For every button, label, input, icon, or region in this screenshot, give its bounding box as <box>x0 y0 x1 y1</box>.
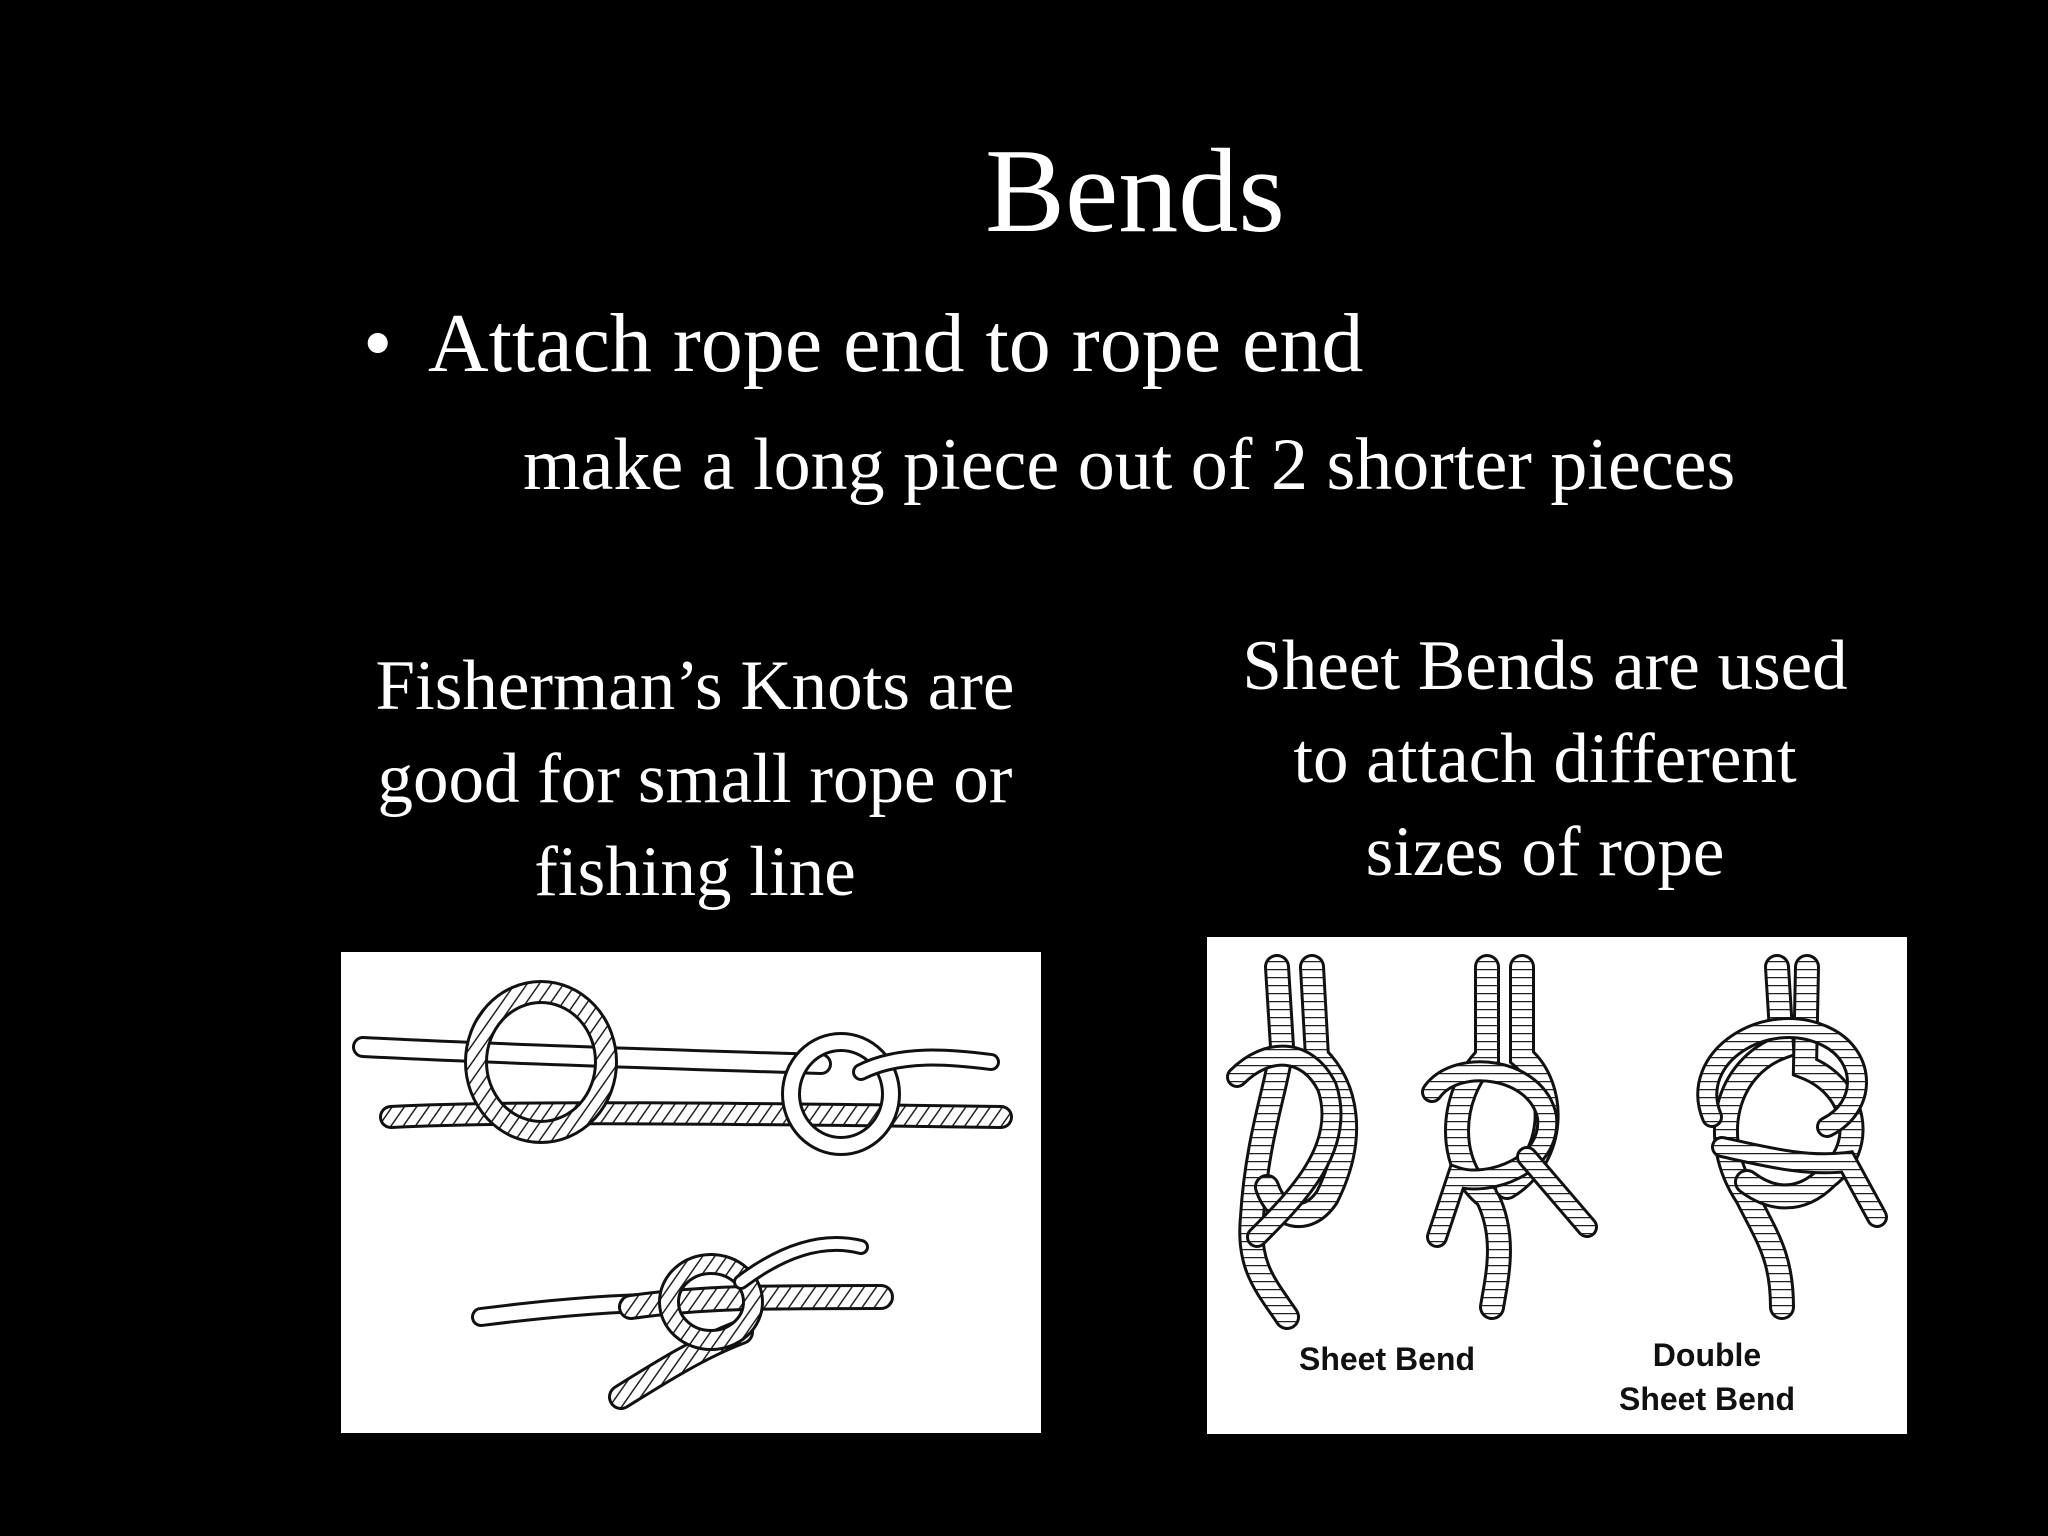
sheet-bend-drawing <box>1226 954 1888 1330</box>
sub-point: make a long piece out of 2 shorter piece… <box>523 424 1736 506</box>
fishermans-knot-caption: Fisherman’s Knots are good for small rop… <box>375 647 1015 911</box>
sheet-bend-caption: Sheet Bends are used to attach different… <box>1242 627 1848 891</box>
bullet-text: Attach rope end to rope end <box>428 297 1364 390</box>
sheet-bend-label: Sheet Bend <box>1298 1341 1476 1377</box>
sheet-bend-illustration: Sheet Bend Double Sheet Bend <box>1207 937 1907 1434</box>
double-sheet-bend-label: Double Sheet Bend <box>1618 1337 1796 1417</box>
bullet-point: • Attach rope end to rope end <box>363 297 1364 390</box>
slide-title: Bends <box>985 124 1285 257</box>
fishermans-knot-drawing <box>352 980 1013 1410</box>
bullet-marker: • <box>363 297 393 390</box>
fishermans-knot-illustration <box>341 952 1041 1433</box>
